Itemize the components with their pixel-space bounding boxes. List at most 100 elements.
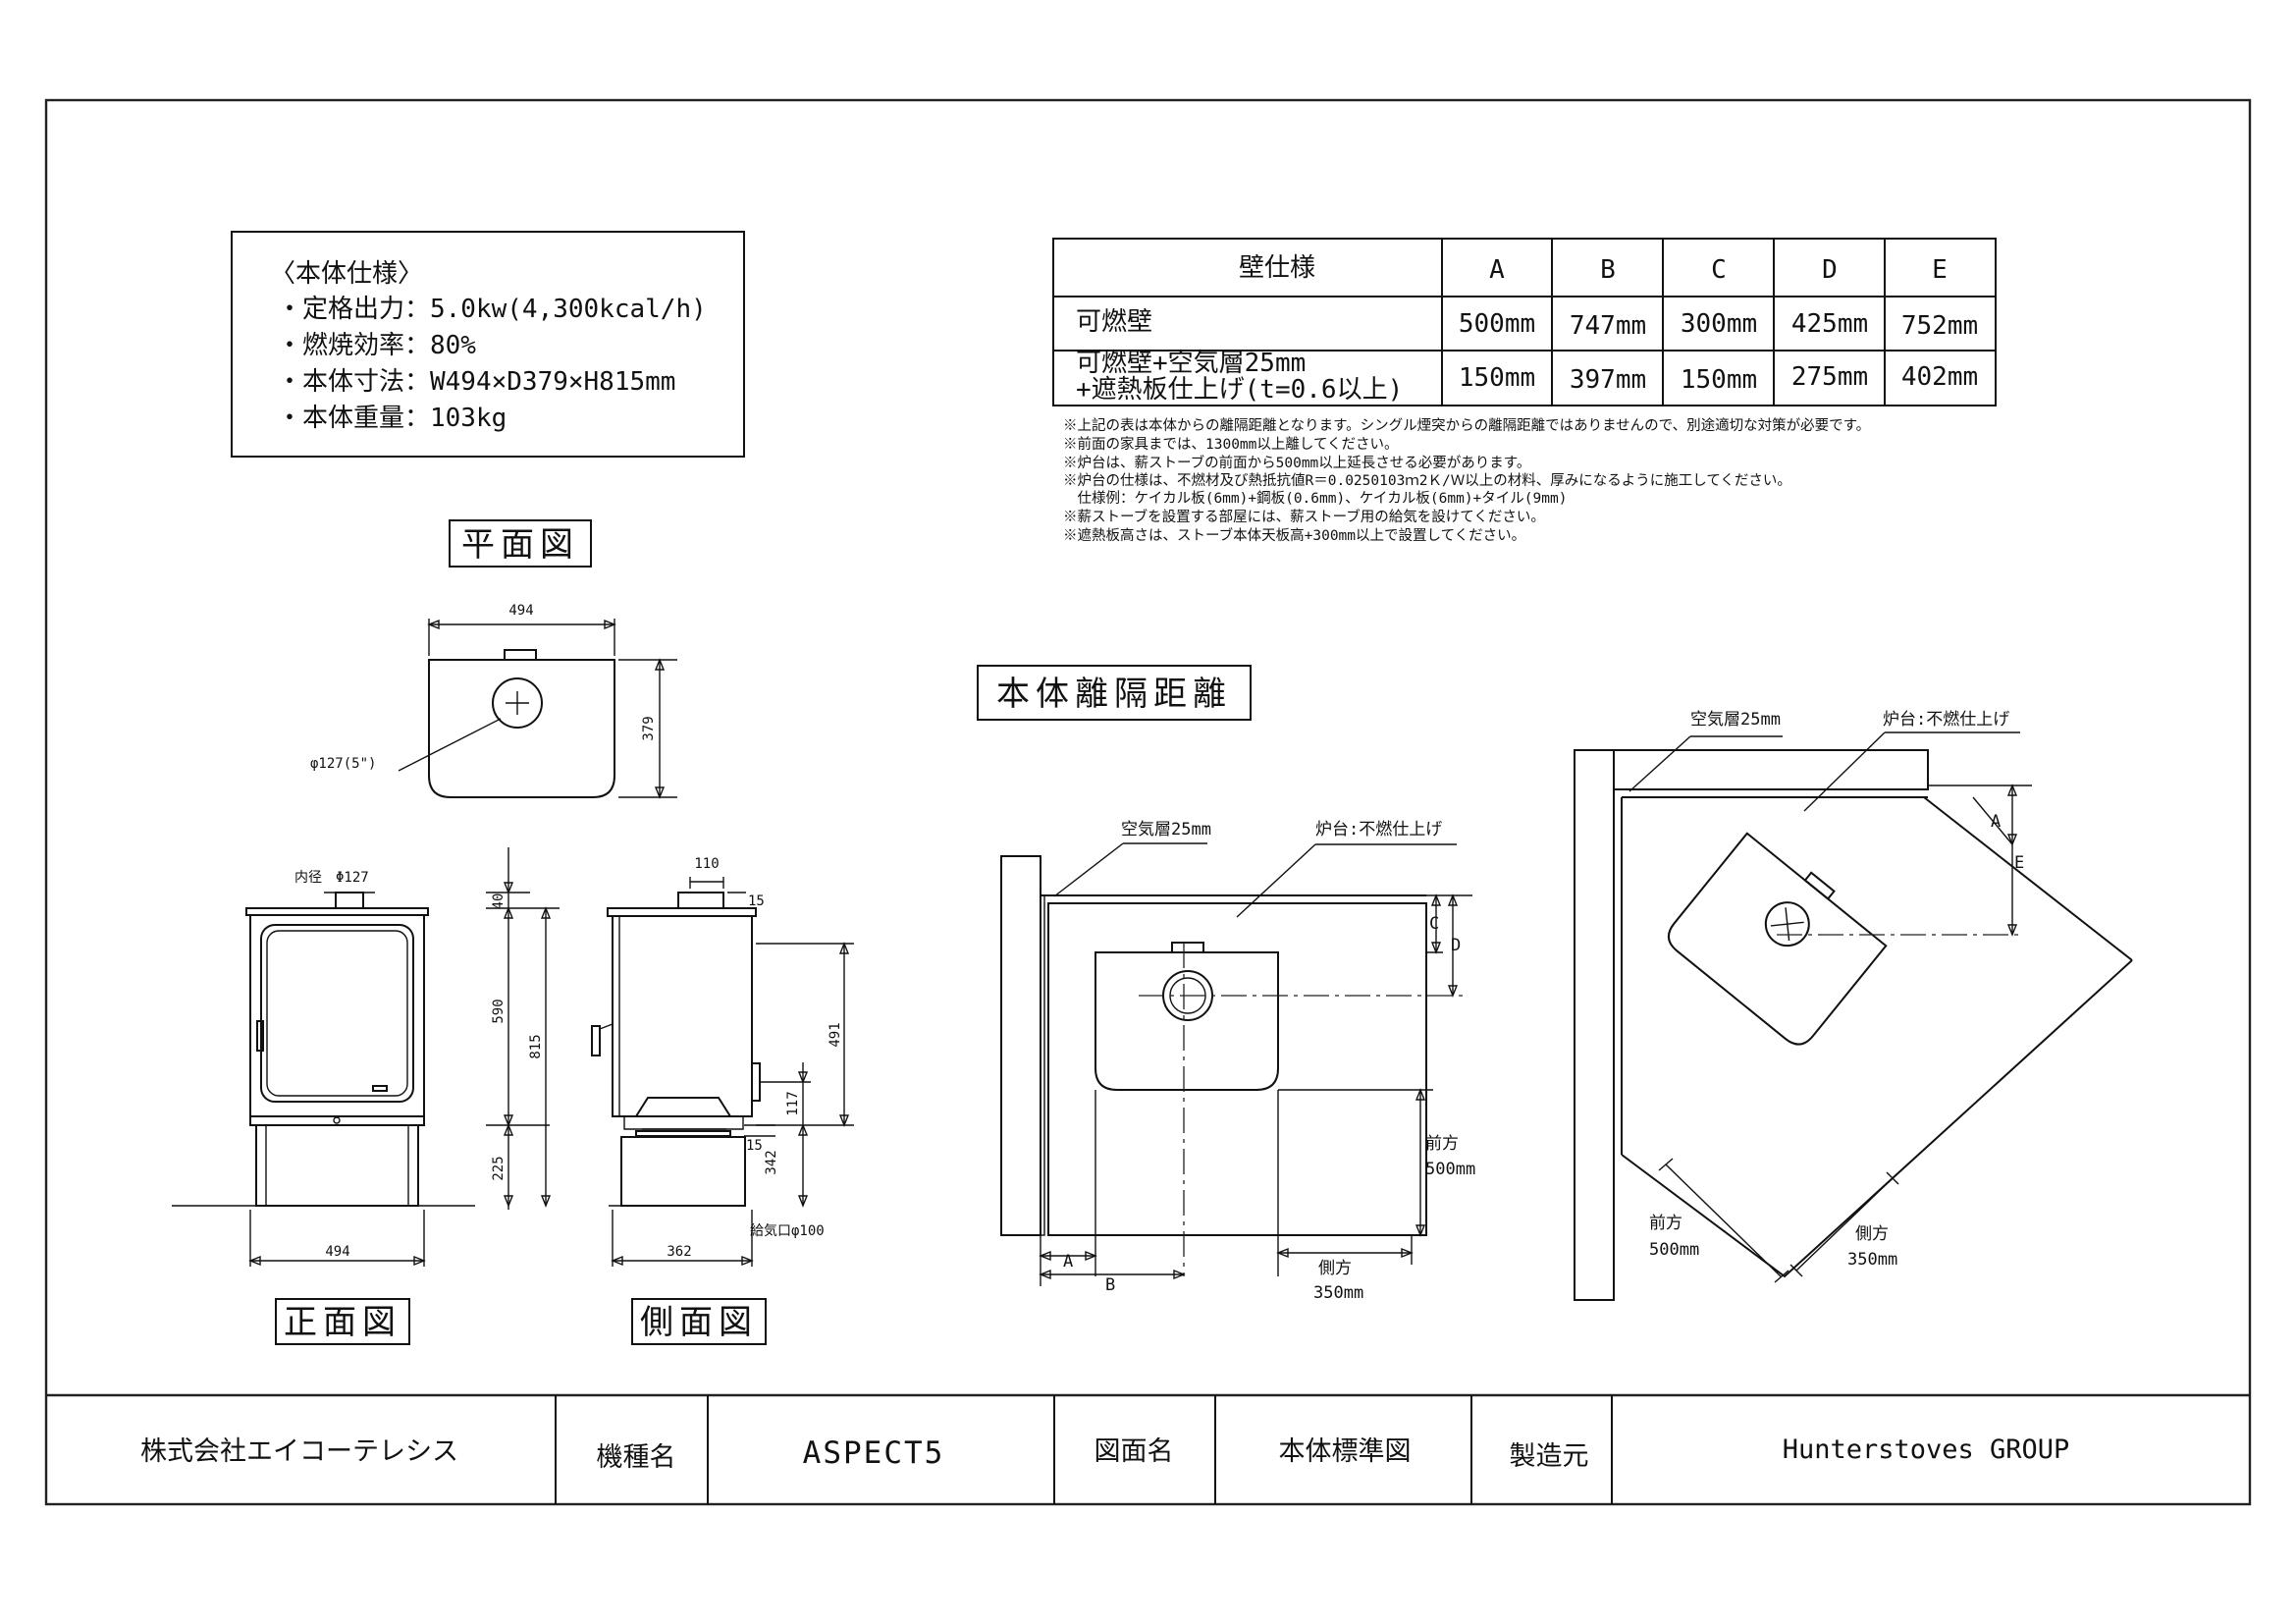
title-model-label: 機種名 xyxy=(597,1442,676,1473)
air-layer-label-2: 空気層25mm xyxy=(1690,710,1781,730)
front-value-2: 500mm xyxy=(1649,1240,1699,1260)
side-dim-110: 110 xyxy=(694,856,719,872)
front-handle xyxy=(256,1020,264,1052)
wall-table-header-c: C xyxy=(1711,255,1727,285)
side-width-dim: 362 xyxy=(667,1244,691,1260)
corner-wall-left xyxy=(1574,749,1615,1301)
clearance-straight: 空気層25mm 炉台:不燃仕上げ C D 前方 500mm 側方 350mm A xyxy=(1000,820,1475,1303)
plan-flue-circle xyxy=(492,677,543,729)
side-stove-body xyxy=(612,915,753,1117)
hearth-straight xyxy=(1047,902,1427,1236)
wall-row2-label-2: +遮熱板仕上げ(t=0.6以上) xyxy=(1076,375,1403,405)
title-block: 株式会社エイコーテレシス 機種名 ASPECT5 図面名 本体標準図 製造元 H… xyxy=(46,1393,2250,1504)
wall-row2-b: 397mm xyxy=(1570,365,1646,395)
hearth-label-2: 炉台:不燃仕上げ xyxy=(1883,710,2009,730)
dim-a-straight: A xyxy=(1063,1252,1073,1272)
front-width-dim: 494 xyxy=(325,1244,349,1260)
dim-a-corner: A xyxy=(1991,812,2001,832)
wall-row2-e: 402mm xyxy=(1901,362,1978,392)
front-value-1: 500mm xyxy=(1425,1160,1475,1179)
stove-corner-flue xyxy=(1764,901,1810,947)
front-inner-dia: 内径 Φ127 xyxy=(294,870,369,886)
side-label-1: 側方 xyxy=(1318,1259,1352,1278)
wall-table-header-spec: 壁仕様 xyxy=(1239,253,1315,283)
plan-view: φ127(5") 494 379 xyxy=(310,603,677,799)
spec-line-efficiency: ・燃焼効率：80% xyxy=(277,331,476,360)
plan-flue-label: φ127(5") xyxy=(310,756,376,772)
front-label-1: 前方 xyxy=(1425,1134,1459,1154)
front-stove-body xyxy=(249,914,425,1117)
view-title-clearance: 本体離隔距離 xyxy=(977,665,1252,721)
wall-row1-d: 425mm xyxy=(1791,309,1868,339)
note-5: 仕様例：ケイカル板(6mm)+鋼板(0.6mm)、ケイカル板(6mm)+タイル(… xyxy=(1063,489,1567,507)
wall-table-header-b: B xyxy=(1600,255,1616,285)
dim-c-straight: C xyxy=(1429,914,1439,934)
title-company: 株式会社エイコーテレシス xyxy=(140,1436,458,1467)
title-drawing: 本体標準図 xyxy=(1279,1436,1412,1467)
view-title-side: 側面図 xyxy=(631,1298,767,1345)
view-title-side-text: 側面図 xyxy=(640,1303,758,1342)
view-title-front-text: 正面図 xyxy=(284,1303,401,1342)
side-dim-117: 117 xyxy=(785,1091,801,1115)
wall-table-header-e: E xyxy=(1932,255,1948,285)
spec-box-frame xyxy=(231,231,745,458)
spec-title: 〈本体仕様〉 xyxy=(270,259,423,289)
note-3: ※炉台は、薪ストーブの前面から500mm以上延長させる必要があります。 xyxy=(1063,454,1530,471)
hearth-corner xyxy=(1621,959,2133,1278)
air-layer-label-1: 空気層25mm xyxy=(1121,820,1211,839)
plan-width-dim: 494 xyxy=(508,603,533,619)
side-air-inlet: 給気口φ100 xyxy=(750,1223,825,1239)
side-dim-15a: 15 xyxy=(748,893,765,909)
side-value-1: 350mm xyxy=(1313,1283,1363,1303)
side-label-2: 側方 xyxy=(1855,1224,1889,1244)
wall-row1-a: 500mm xyxy=(1459,309,1535,339)
title-model: ASPECT5 xyxy=(803,1435,945,1471)
wall-left xyxy=(1000,855,1041,1236)
front-dim-40: 40 xyxy=(491,893,507,910)
side-handle xyxy=(591,1025,601,1056)
front-flue xyxy=(335,892,364,909)
note-2: ※前面の家具までは、1300mm以上離してください。 xyxy=(1063,435,1399,453)
note-4: ※炉台の仕様は、不燃材及び熱抵抗値R＝0.0250103ｍ2Ｋ/Ｗ以上の材料、厚… xyxy=(1063,471,1791,489)
front-dim-225: 225 xyxy=(491,1156,507,1180)
corner-wall-top xyxy=(1613,749,1929,790)
dim-d-straight: D xyxy=(1451,936,1461,955)
plan-depth-dim: 379 xyxy=(641,716,657,740)
front-label-2: 前方 xyxy=(1649,1214,1682,1233)
stove-straight xyxy=(1095,951,1279,1091)
dim-b-straight: B xyxy=(1105,1275,1115,1295)
wall-row1-b: 747mm xyxy=(1570,311,1646,341)
hearth-label-1: 炉台:不燃仕上げ xyxy=(1315,820,1442,839)
wall-spec-table: 壁仕様 A B C D E 可燃壁 500mm 747mm 300mm 425m… xyxy=(1052,238,1997,406)
title-maker-label: 製造元 xyxy=(1510,1441,1589,1472)
title-maker: Hunterstoves GROUP xyxy=(1783,1435,2070,1465)
wall-table-frame xyxy=(1052,238,1997,406)
side-dim-342: 342 xyxy=(764,1150,779,1174)
wall-table-header-d: D xyxy=(1822,255,1838,285)
plan-flue-stub xyxy=(504,649,537,661)
clearance-corner: 空気層25mm 炉台:不燃仕上げ A E 前方 500mm 側方 350mm xyxy=(1574,710,2133,1301)
stove-corner xyxy=(1668,832,1888,1046)
side-base xyxy=(620,1136,746,1207)
spec-line-output: ・定格出力：5.0kw(4,300kcal/h) xyxy=(277,295,707,324)
front-view: 内径 Φ127 494 40 590 815 225 xyxy=(172,847,560,1267)
side-view: 110 15 362 491 117 15 342 給気口φ10 xyxy=(591,856,854,1267)
note-6: ※薪ストーブを設置する部屋には、薪ストーブ用の給気を設けてください。 xyxy=(1063,508,1545,525)
sheet-border xyxy=(44,98,2252,1506)
front-dim-815: 815 xyxy=(528,1034,544,1058)
view-title-clearance-text: 本体離隔距離 xyxy=(996,675,1232,714)
note-1: ※上記の表は本体からの離隔距離となります。シングル煙突からの離隔距離ではありませ… xyxy=(1063,416,1870,434)
side-flue xyxy=(677,892,724,909)
view-title-plan: 平面図 xyxy=(449,519,592,568)
spec-line-size: ・本体寸法：W494×D379×H815mm xyxy=(277,367,675,397)
wall-row1-c: 300mm xyxy=(1681,309,1757,339)
front-base xyxy=(255,1124,419,1207)
note-7: ※遮熱板高さは、ストーブ本体天板高+300mm以上で設置してください。 xyxy=(1063,526,1525,544)
side-value-2: 350mm xyxy=(1847,1250,1897,1270)
front-door-glass xyxy=(260,924,414,1103)
side-dim-15b: 15 xyxy=(746,1138,763,1154)
wall-row2-d: 275mm xyxy=(1791,362,1868,392)
wall-row1-e: 752mm xyxy=(1901,311,1978,341)
wall-row1-label: 可燃壁 xyxy=(1076,307,1152,337)
